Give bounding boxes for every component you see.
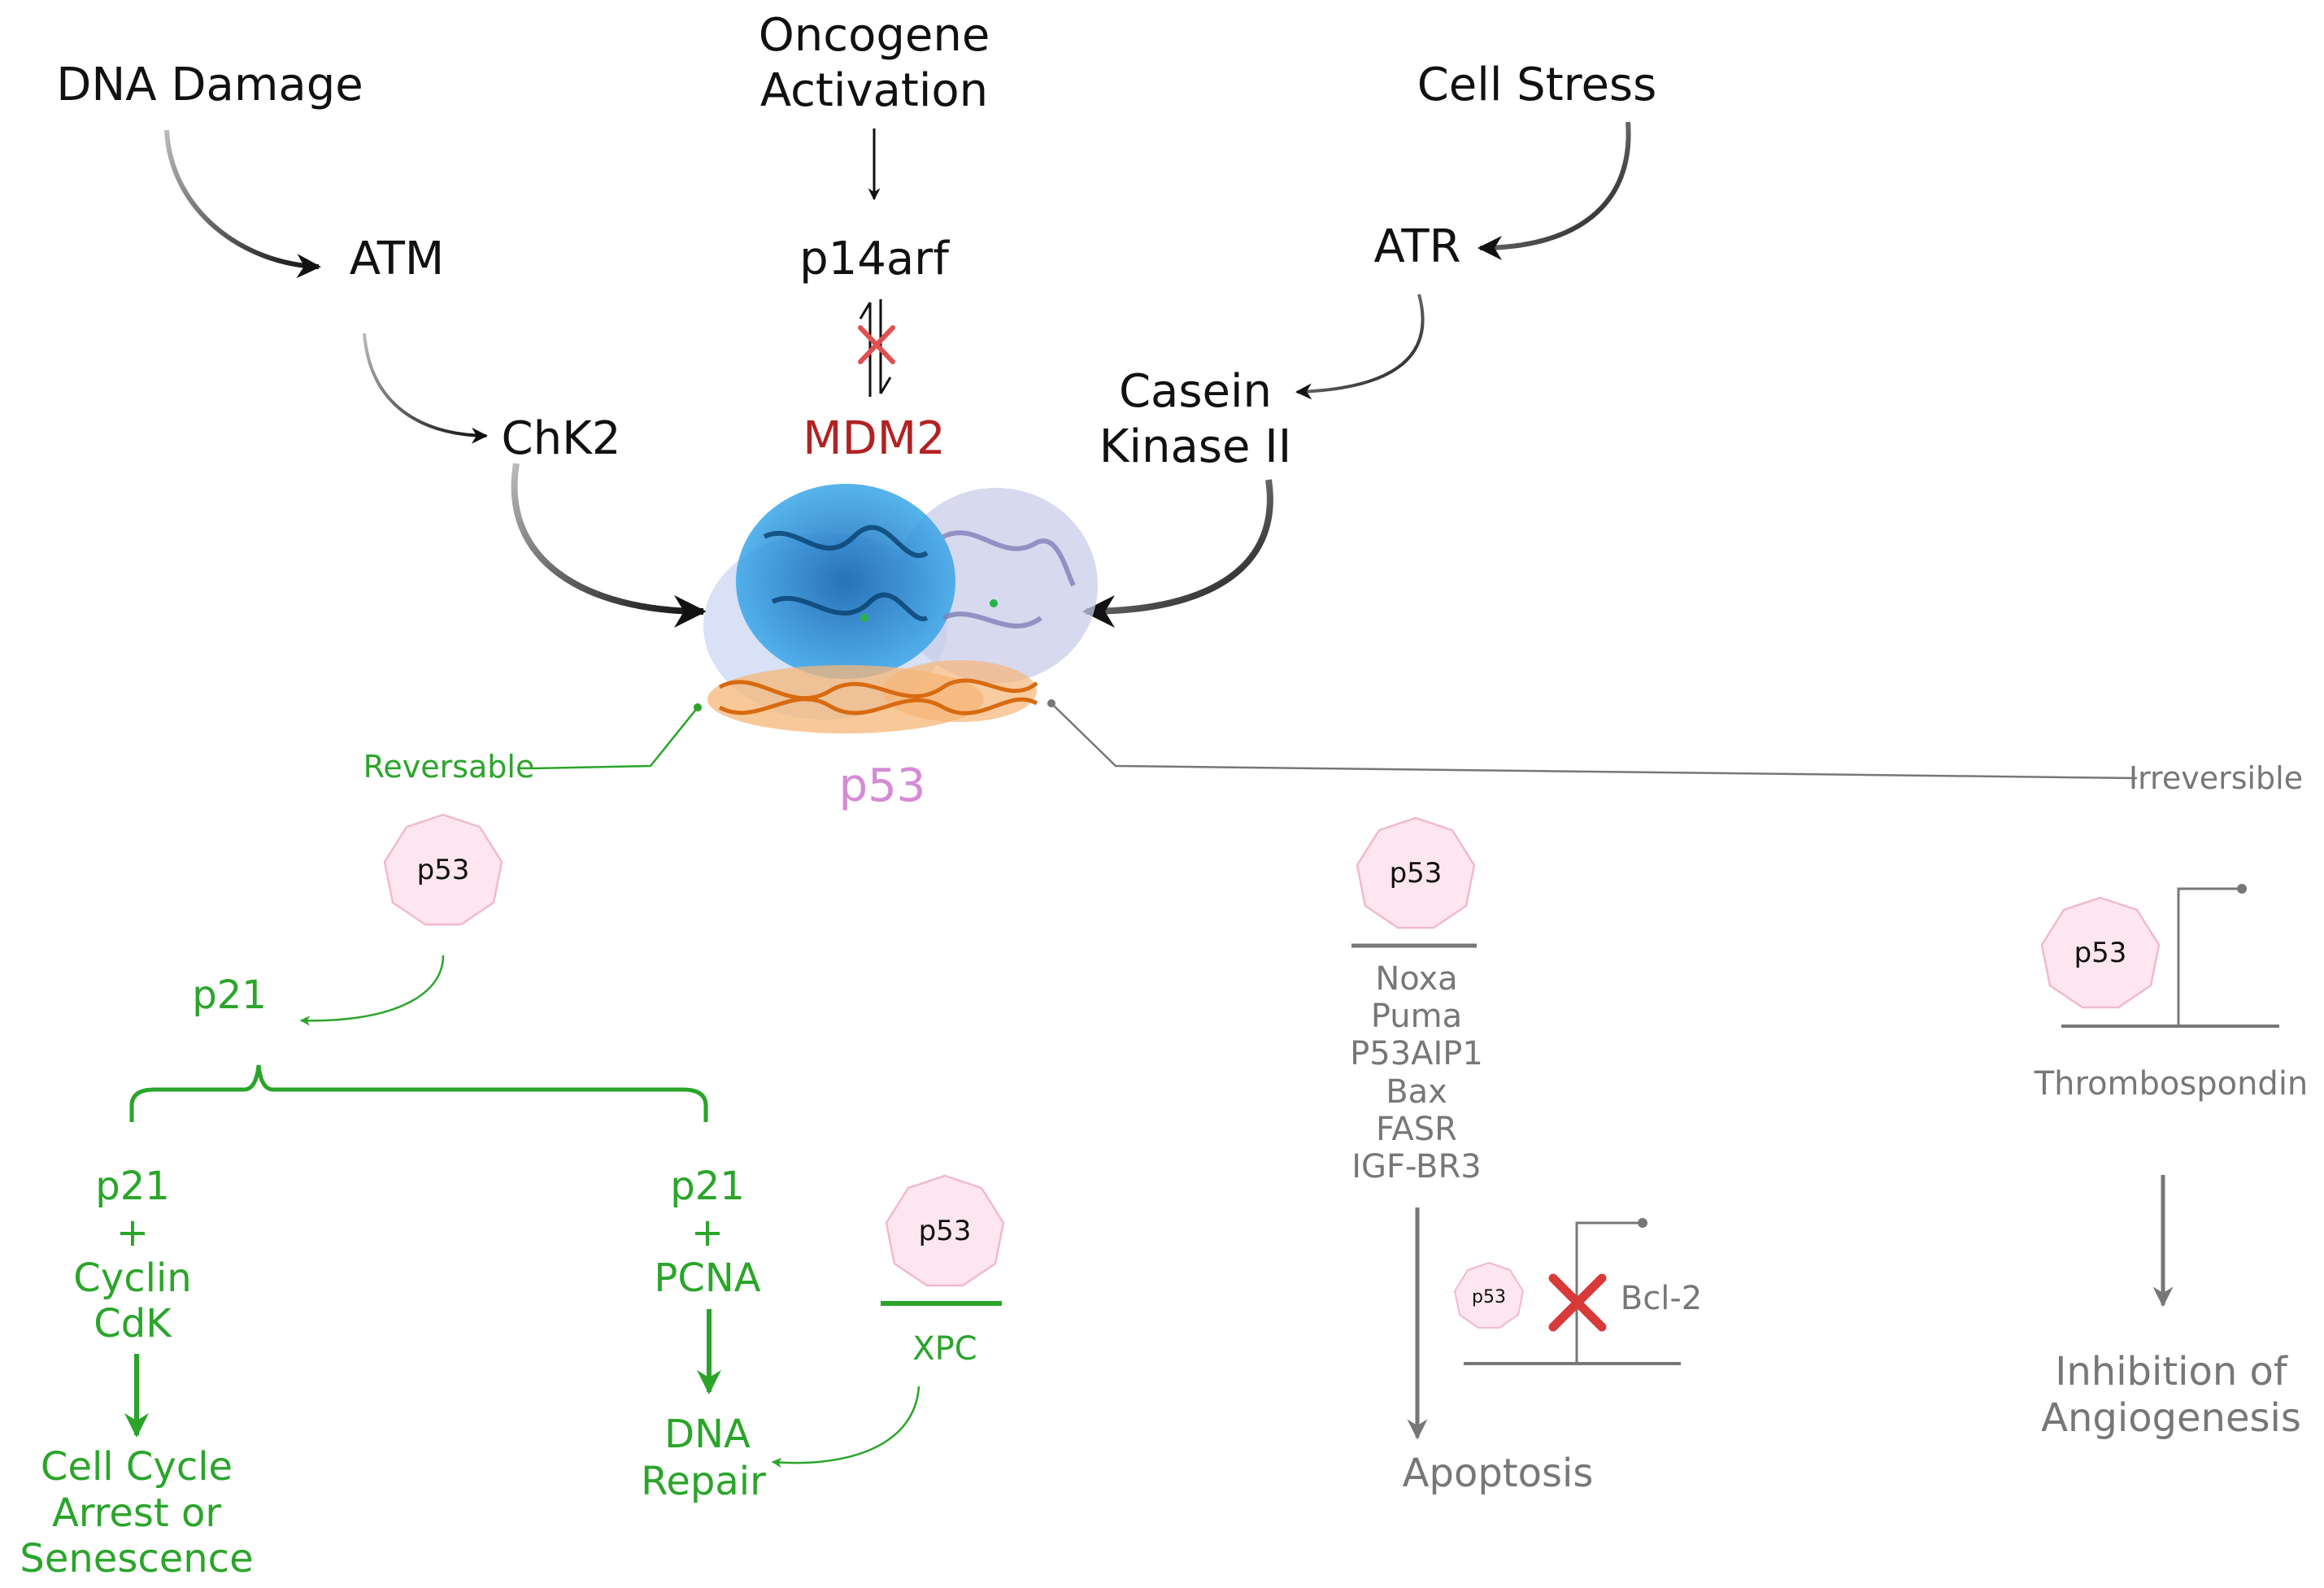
arrow-atm-to-chk2	[363, 333, 488, 444]
bcl2-blocked-icon	[1548, 1273, 1607, 1332]
reversable-connector	[532, 707, 699, 770]
arrow-atr-to-casein	[1295, 294, 1425, 400]
cell-stress-label: Cell Stress	[1417, 59, 1657, 111]
casein-kinase-label-line2: Kinase II	[1099, 420, 1292, 473]
cyclin-complex-line3: Cyclin	[73, 1255, 191, 1301]
repair-line1: DNA	[664, 1412, 751, 1457]
thrombospondin-promoter-icon	[2061, 884, 2279, 1028]
p14arf-label: p14arf	[799, 233, 950, 285]
arrow-chk2-to-p53	[511, 463, 707, 628]
arrow-xpc-to-repair	[771, 1386, 920, 1468]
p21-label: p21	[192, 972, 267, 1018]
equilibrium-blocked-icon	[858, 299, 895, 397]
svg-text:p53: p53	[919, 1215, 972, 1247]
gene-p53aip1: P53AIP1	[1350, 1035, 1483, 1072]
p53-badge: p53	[2040, 896, 2161, 1009]
p53-badge: p53	[1356, 816, 1476, 929]
svg-text:p53: p53	[2074, 937, 2127, 969]
reversable-label: Reversable	[363, 749, 535, 785]
xpc-label: XPC	[912, 1330, 977, 1368]
gene-bax: Bax	[1386, 1073, 1447, 1111]
arrest-line2: Arrest or	[52, 1490, 221, 1536]
pcna-complex-line2: +	[691, 1210, 724, 1255]
casein-kinase-label-line1: Casein	[1119, 365, 1272, 418]
bcl2-promoter-icon	[1464, 1218, 1681, 1365]
p53-center-label: p53	[839, 759, 926, 812]
chk2-label: ChK2	[502, 412, 621, 465]
gene-fasr: FASR	[1376, 1111, 1457, 1148]
apoptosis-label: Apoptosis	[1403, 1451, 1594, 1496]
arrow-cell-stress-to-atr	[1478, 121, 1631, 260]
bcl2-label: Bcl-2	[1621, 1280, 1702, 1317]
pcna-complex-line1: p21	[670, 1164, 745, 1209]
cyclin-complex-line2: +	[116, 1210, 149, 1255]
p53-badge: p53	[885, 1174, 1005, 1287]
atm-label: ATM	[350, 233, 444, 285]
mdm2-label: MDM2	[803, 412, 945, 465]
arrest-line1: Cell Cycle	[41, 1444, 233, 1490]
cyclin-complex-line1: p21	[95, 1164, 170, 1209]
p53-protein-structure	[703, 484, 1098, 733]
oncogene-label-line2: Activation	[760, 64, 988, 117]
svg-text:p53: p53	[1472, 1287, 1506, 1307]
arrow-p53-to-p21	[299, 955, 445, 1026]
angiogenesis-line2: Angiogenesis	[2041, 1395, 2301, 1441]
arrest-line3: Senescence	[20, 1536, 253, 1581]
thrombospondin-label: Thrombospondin	[2034, 1065, 2309, 1103]
irreversible-connector	[1051, 703, 2138, 780]
gene-puma: Puma	[1371, 998, 1462, 1035]
gene-igf-br3: IGF-BR3	[1351, 1148, 1482, 1186]
p21-brace	[129, 1064, 708, 1122]
arrow-casein-to-p53	[1082, 479, 1273, 628]
oncogene-label-line1: Oncogene	[759, 9, 990, 62]
svg-text:p53: p53	[1390, 857, 1443, 890]
p53-badge: p53	[383, 813, 503, 926]
cyclin-complex-line4: CdK	[94, 1301, 172, 1347]
svg-text:p53: p53	[417, 854, 470, 886]
p53-badge: p53	[1453, 1261, 1525, 1329]
arrow-dna-damage-to-atm	[164, 129, 321, 279]
irreversible-label: Irreversible	[2129, 760, 2303, 796]
gene-noxa: Noxa	[1375, 960, 1457, 998]
angiogenesis-line1: Inhibition of	[2055, 1349, 2288, 1394]
repair-line2: Repair	[641, 1459, 766, 1504]
pcna-complex-line3: PCNA	[654, 1255, 760, 1301]
atr-label: ATR	[1373, 220, 1460, 273]
dna-damage-label: DNA Damage	[56, 59, 363, 111]
